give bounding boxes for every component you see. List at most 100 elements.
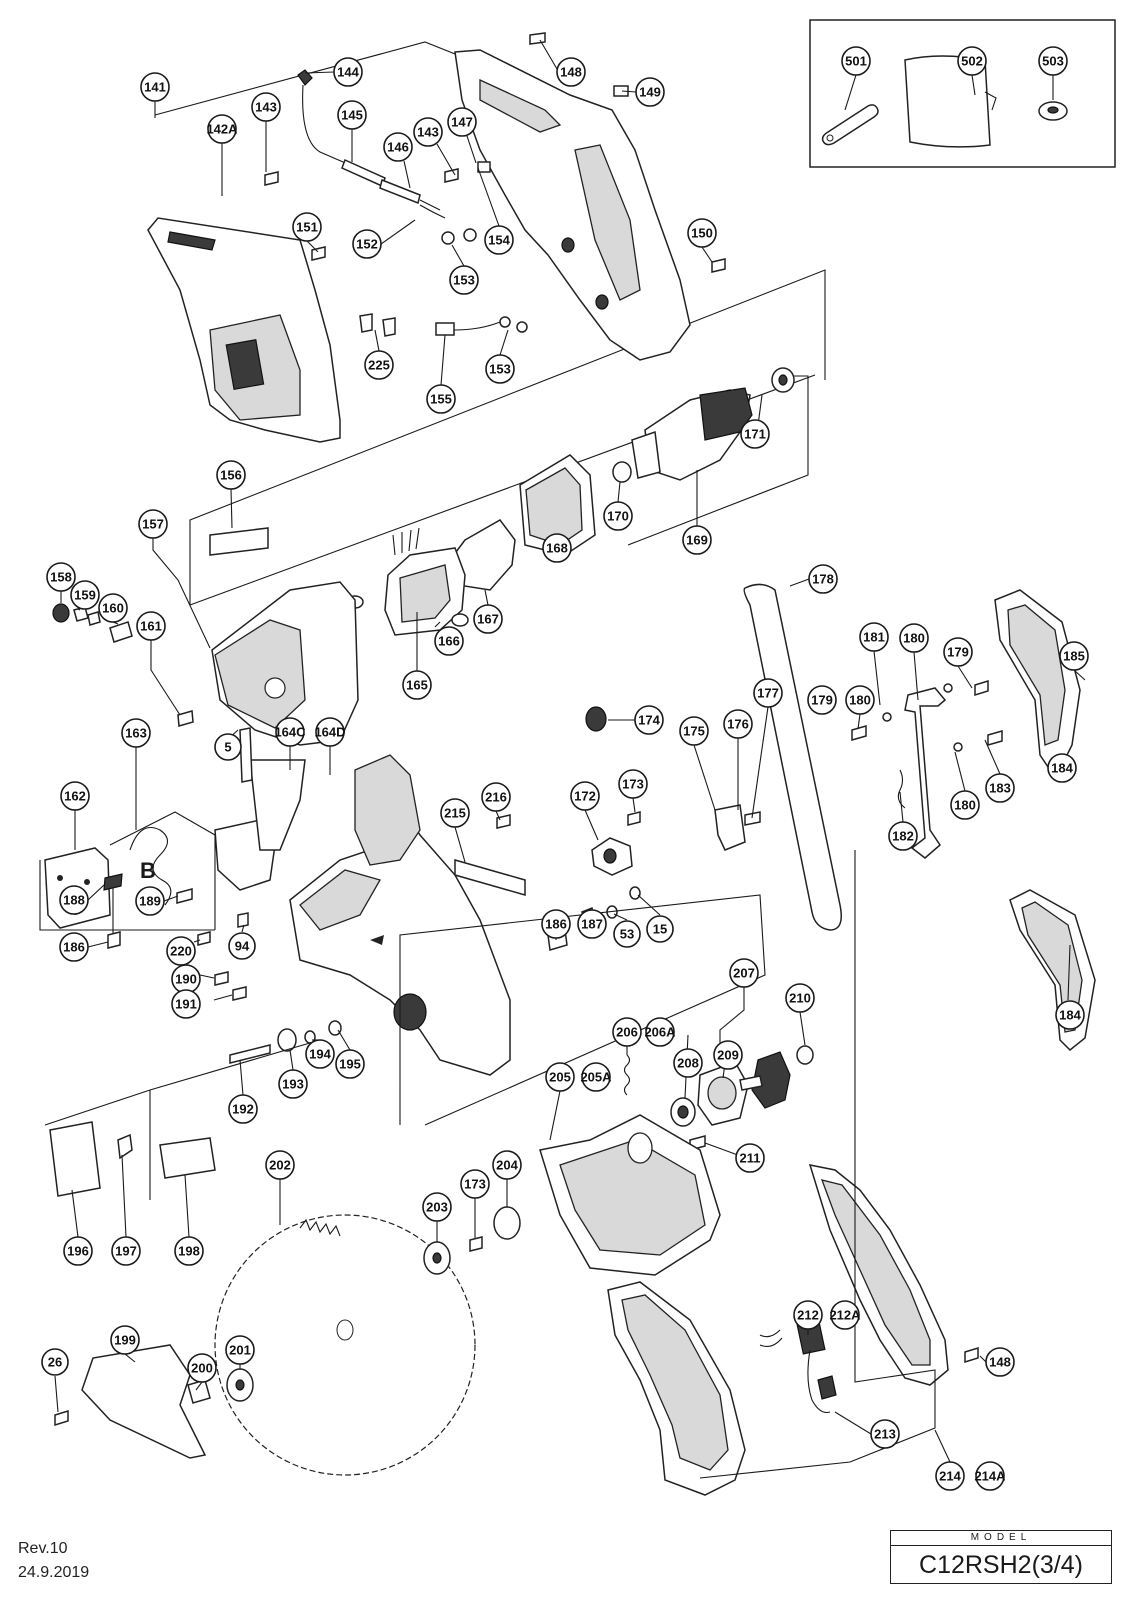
svg-text:204: 204: [496, 1158, 518, 1173]
svg-text:206: 206: [616, 1025, 638, 1040]
blade-guard: [539, 1114, 721, 1276]
callout-503: 503: [1038, 46, 1068, 76]
callout-145: 145: [337, 100, 367, 130]
lower-guard-left: [607, 1281, 746, 1496]
brush-cap-parts: [52, 603, 194, 727]
callout-189: 189: [135, 886, 165, 916]
callout-180b: 180: [845, 685, 875, 715]
callout-212: 212: [793, 1300, 823, 1330]
svg-text:188: 188: [63, 893, 85, 908]
callout-178: 178: [808, 564, 838, 594]
svg-text:143: 143: [417, 125, 439, 140]
model-box: MODEL C12RSH2(3/4): [890, 1530, 1112, 1584]
svg-text:172: 172: [574, 789, 596, 804]
callout-176: 176: [723, 709, 753, 739]
svg-text:194: 194: [309, 1047, 331, 1062]
callout-173b: 173: [460, 1169, 490, 1199]
callout-210: 210: [785, 983, 815, 1013]
svg-text:191: 191: [175, 997, 197, 1012]
callout-168: 168: [542, 533, 572, 563]
callout-182: 182: [888, 821, 918, 851]
svg-text:190: 190: [175, 972, 197, 987]
callout-225: 225: [364, 350, 394, 380]
callout-155: 155: [426, 384, 456, 414]
screws-lower-left: [103, 727, 342, 1064]
view-letter-b: B: [140, 858, 156, 883]
callout-169: 169: [682, 525, 712, 555]
callout-211: 211: [735, 1143, 765, 1173]
callout-156: 156: [216, 460, 246, 490]
drive-belt: [743, 583, 842, 931]
svg-text:501: 501: [845, 54, 867, 69]
svg-text:203: 203: [426, 1200, 448, 1215]
plates: [44, 1039, 321, 1200]
svg-text:176: 176: [727, 717, 749, 732]
svg-text:160: 160: [102, 601, 124, 616]
belt-cover-lower: [1009, 889, 1096, 1052]
callout-159: 159: [70, 580, 100, 610]
svg-text:184: 184: [1051, 761, 1073, 776]
callout-181: 181: [859, 622, 889, 652]
svg-text:182: 182: [892, 829, 914, 844]
svg-text:164D: 164D: [314, 725, 345, 740]
svg-text:183: 183: [989, 781, 1011, 796]
callout-194: 194: [305, 1039, 335, 1069]
callout-180: 180: [899, 623, 929, 653]
svg-text:146: 146: [387, 140, 409, 155]
svg-text:186: 186: [545, 917, 567, 932]
callout-180c: 180: [950, 790, 980, 820]
svg-text:214A: 214A: [974, 1469, 1006, 1484]
callout-213: 213: [870, 1419, 900, 1449]
svg-text:161: 161: [140, 619, 162, 634]
svg-text:186: 186: [63, 940, 85, 955]
svg-text:225: 225: [368, 358, 390, 373]
svg-text:193: 193: [282, 1077, 304, 1092]
svg-text:185: 185: [1063, 649, 1085, 664]
svg-text:192: 192: [232, 1102, 254, 1117]
callout-164D: 164D: [314, 717, 346, 747]
callout-205A: 205A: [580, 1062, 612, 1092]
callout-186: 186: [59, 932, 89, 962]
svg-text:171: 171: [744, 427, 766, 442]
svg-text:211: 211: [740, 1151, 761, 1166]
callout-146: 146: [383, 132, 413, 162]
washer-503-part: [1038, 101, 1068, 121]
svg-text:26: 26: [48, 1355, 62, 1370]
callout-141: 141: [140, 72, 170, 102]
svg-text:178: 178: [812, 572, 834, 587]
callout-170: 170: [603, 501, 633, 531]
svg-text:151: 151: [296, 220, 318, 235]
saw-blade: [214, 1214, 476, 1476]
callout-206A: 206A: [644, 1017, 676, 1047]
callout-208: 208: [673, 1048, 703, 1078]
svg-text:175: 175: [683, 724, 705, 739]
svg-text:142A: 142A: [206, 122, 238, 137]
callout-198: 198: [174, 1236, 204, 1266]
callout-157: 157: [138, 509, 168, 539]
svg-text:220: 220: [170, 944, 192, 959]
handle-left-half: [147, 217, 341, 443]
svg-text:209: 209: [717, 1048, 739, 1063]
svg-text:205A: 205A: [580, 1070, 612, 1085]
svg-text:166: 166: [438, 634, 460, 649]
svg-text:210: 210: [789, 991, 811, 1006]
callout-215: 215: [440, 798, 470, 828]
callout-160: 160: [98, 593, 128, 623]
svg-text:180: 180: [849, 693, 871, 708]
svg-text:197: 197: [115, 1244, 137, 1259]
callout-158: 158: [46, 562, 76, 592]
svg-text:141: 141: [144, 80, 166, 95]
svg-text:180: 180: [954, 798, 976, 813]
callout-195: 195: [335, 1049, 365, 1079]
svg-text:202: 202: [269, 1158, 291, 1173]
svg-text:173: 173: [622, 777, 644, 792]
callout-501: 501: [841, 46, 871, 76]
callout-192: 192: [228, 1094, 258, 1124]
svg-text:180: 180: [903, 631, 925, 646]
svg-text:163: 163: [125, 726, 147, 741]
callout-209: 209: [713, 1040, 743, 1070]
callout-205: 205: [545, 1062, 575, 1092]
svg-text:165: 165: [406, 678, 428, 693]
revision-date: 24.9.2019: [18, 1564, 90, 1581]
svg-text:174: 174: [638, 713, 660, 728]
